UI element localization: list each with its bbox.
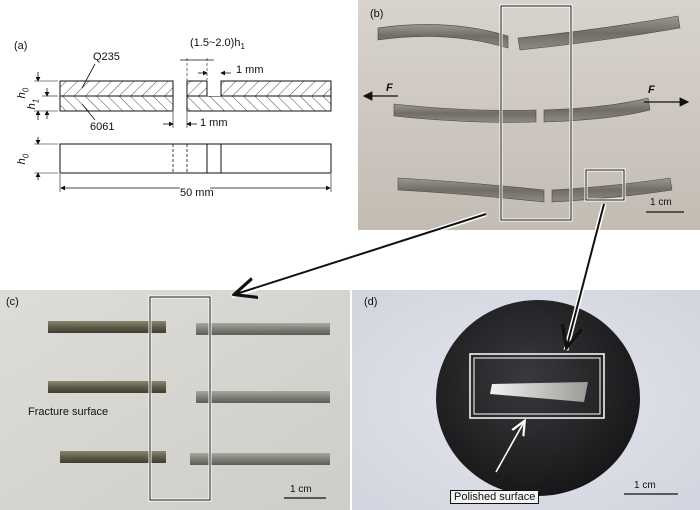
panel-b-photo: (b) F F 1 cm [358,0,700,230]
dim-notch-ratio: (1.5~2.0)h1 [190,37,245,52]
panel-label-a: (a) [14,40,28,52]
label-q235: Q235 [93,51,120,63]
highlight-box-polished [469,353,605,419]
panel-c-photo: (c) Fracture surface 1 cm [0,290,350,510]
panel-d-photo: (d) Polished surface 1 cm [352,290,700,510]
specimen-schematic-drawing [34,58,332,192]
dim-length: 50 mm [180,187,214,199]
aa6061-layer-right [186,95,332,112]
fracture-surface-label: Fracture surface [28,406,109,418]
q235-layer-right [220,80,332,97]
scale-label-d: 1 cm [634,480,656,491]
polished-mount-photo [352,290,700,510]
specimen-3-right [551,177,673,203]
dim-total-height: h0 [16,87,31,99]
bar-left-1 [48,321,166,333]
q235-layer-left [59,80,174,97]
force-label-right: F [648,84,655,96]
panel-a-schematic: (a) [0,0,350,210]
force-label-left: F [386,82,393,94]
bar-right-2 [196,391,330,403]
dim-bottom-notch-width: 1 mm [200,117,228,129]
tensile-specimens-photo [358,0,700,230]
panel-label-d: (d) [364,296,378,308]
bar-right-3 [190,453,330,465]
scale-label-c: 1 cm [290,484,312,495]
bar-left-3 [60,451,166,463]
panel-label-b: (b) [370,8,384,20]
label-6061: 6061 [90,121,115,133]
q235-layer-mid [186,80,208,97]
bar-left-2 [48,381,166,393]
polished-specimen [490,382,588,402]
specimen-side-view [59,143,332,174]
specimen-3-left [397,177,545,203]
panel-label-c: (c) [6,296,19,308]
dim-top-notch-width: 1 mm [236,64,264,76]
dim-side-height: h0 [16,153,31,165]
polished-surface-label: Polished surface [450,490,540,504]
dim-layer-height: h1 [26,98,41,110]
scale-label-b: 1 cm [650,197,672,208]
bar-right-1 [196,323,330,335]
polished-surface-arrow [495,422,524,473]
aa6061-layer-left [59,95,174,112]
specimen-1-left [377,24,509,49]
fracture-specimens-photo [0,290,350,510]
